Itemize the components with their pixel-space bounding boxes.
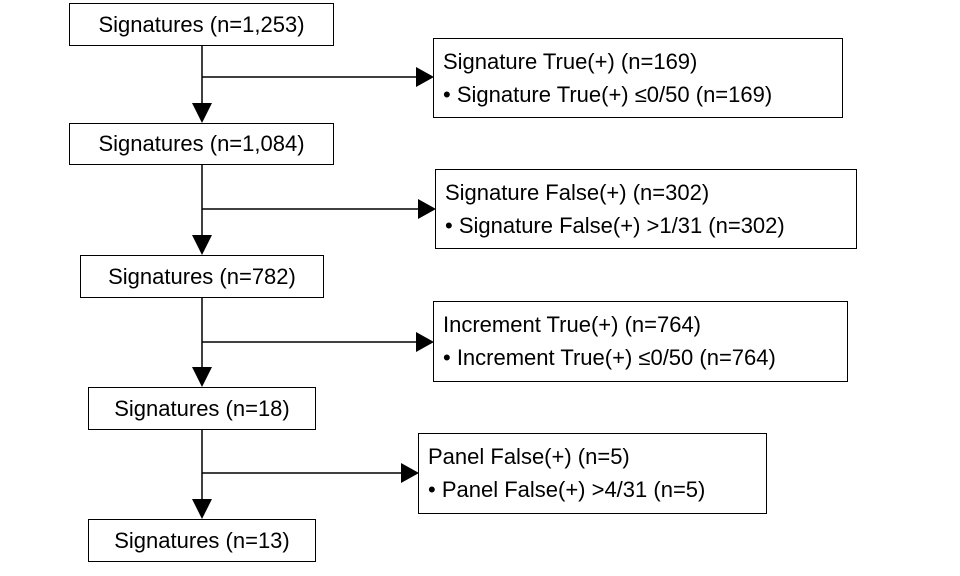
down-arrow-2 [192,235,212,255]
exclusion-title-4: Panel False(+) (n=5) [428,444,630,469]
right-arrow-3 [416,332,434,352]
exclusion-detail-4: • Panel False(+) >4/31 (n=5) [428,477,706,502]
stage-box-4: Signatures (n=18) [88,387,316,430]
stage-label-4: Signatures (n=18) [114,395,290,421]
exclusion-title-2: Signature False(+) (n=302) [445,179,710,205]
stage-box-1: Signatures (n=1,253) [69,3,334,46]
stage-label-2: Signatures (n=1,084) [98,131,305,156]
right-arrow-1 [416,67,434,87]
stage-label-5: Signatures (n=13) [114,527,290,553]
stage-box-2: Signatures (n=1,084) [69,123,334,165]
exclusion-title-3: Increment True(+) (n=764) [443,312,702,337]
exclusion-detail-2: • Signature False(+) >1/31 (n=302) [445,212,785,238]
right-arrow-4 [401,463,419,483]
stage-box-5: Signatures (n=13) [88,519,316,562]
exclusion-detail-1: • Signature True(+) ≤0/50 (n=169) [443,81,773,107]
exclusion-box-4: Panel False(+) (n=5) • Panel False(+) >4… [418,433,767,514]
exclusion-title-1: Signature True(+) (n=169) [443,48,698,74]
exclusion-box-3: Increment True(+) (n=764) • Increment Tr… [433,301,848,382]
stage-label-3: Signatures (n=782) [108,263,296,289]
down-arrow-3 [192,367,212,387]
exclusion-box-2: Signature False(+) (n=302) • Signature F… [435,169,857,249]
down-arrow-1 [192,103,212,123]
stage-box-3: Signatures (n=782) [80,255,324,298]
stage-label-1: Signatures (n=1,253) [98,11,305,37]
right-arrow-2 [418,199,436,219]
exclusion-box-1: Signature True(+) (n=169) • Signature Tr… [433,38,843,118]
exclusion-detail-3: • Increment True(+) ≤0/50 (n=764) [443,345,776,370]
down-arrow-4 [192,499,212,519]
